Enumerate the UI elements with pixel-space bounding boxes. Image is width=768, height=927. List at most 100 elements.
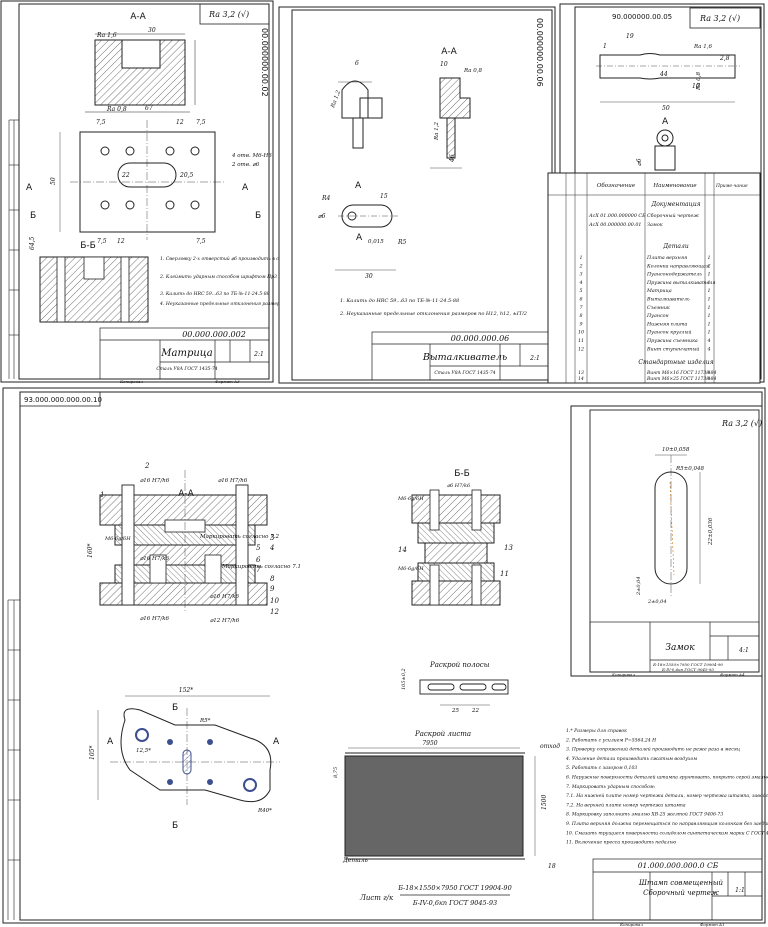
spec-dim-44: 44	[659, 71, 668, 78]
sheet-dim-1500: 1500	[541, 795, 548, 810]
balloon-13: 13	[504, 544, 513, 552]
spec-col-note: Приме-чание	[715, 183, 748, 189]
spec-part-pos: 7	[579, 305, 583, 311]
spec-dim-ra16: Ra 1,6	[693, 44, 713, 50]
matrix-mark-a-right: А	[242, 183, 249, 193]
assembly-title-code: 01.000.000.000.0 СБ	[638, 861, 719, 870]
dim-64-5: 64,5	[29, 236, 36, 250]
left-stamp-strip	[8, 119, 19, 379]
balloon-2: 2	[144, 462, 150, 470]
balloon-4: 4	[269, 544, 274, 552]
balloon-11: 11	[500, 570, 509, 578]
spec-code-rotated: 90.000000.00.05	[612, 13, 672, 21]
sheet-spec: 90.000000.00.05 Ra 3,2 (√) 19 1 Ra 1,6 R…	[547, 3, 765, 384]
spec-doc-name: Замок	[647, 222, 663, 228]
assembly-note: 7. Маркировать ударным способом:	[566, 783, 656, 790]
matrix-material: Сталь У8А ГОСТ 1435-74	[156, 366, 217, 372]
assembly-note: 8. Маркировку заполнить эмалью ХВ-25 жел…	[566, 812, 723, 818]
spec-part-qty: 2	[706, 263, 710, 269]
assembly-section-bb-label: Б-Б	[454, 469, 470, 479]
sheet-dim-18: 18	[548, 863, 556, 870]
lock-material: Б-18×1550×7950 ГОСТ 19904-90	[652, 662, 723, 667]
assembly-scale: 1:1	[735, 887, 745, 894]
spec-part-qty: 1	[707, 313, 710, 319]
balloon-5: 5	[256, 544, 261, 552]
sheet-spec-top: Б-18×1550×7950 ГОСТ 19904-90	[397, 884, 511, 892]
lock-dim-2-a: 2±0,04	[636, 576, 642, 596]
dim-ra16: Ra 1,6	[96, 32, 117, 39]
lock-roughness: Ra 3,2 (√)	[721, 419, 762, 428]
spec-col-designation: Обозначение	[597, 182, 636, 189]
ejector-note-2: 2. Неуказанные предельные отклонения раз…	[339, 311, 527, 317]
ejector-dim-d6: ⌀6	[318, 213, 326, 220]
strip-dim-25: 25	[451, 708, 459, 714]
spec-mark-a: А	[662, 117, 669, 127]
plan-mark-b-top: Б	[172, 703, 178, 713]
ejector-code-rotated: 00.000000.00.06	[535, 18, 544, 87]
assembly-format: Формат А1	[700, 922, 725, 927]
spec-part-pos: 12	[578, 346, 584, 352]
spec-part-name: Пуансон	[646, 313, 669, 319]
sheet-spec-label: Лист г/к	[359, 894, 394, 902]
dim-ra08: Ra 0,8	[106, 106, 127, 113]
dim-7-5-c: 7,5	[97, 238, 107, 245]
ejector-title-code: 00.000.000.06	[451, 334, 510, 343]
assembly-note: 9. Плита верхняя должна перемещаться по …	[566, 820, 768, 827]
balloon-3: 3	[270, 534, 275, 542]
spec-part-name: Съемник	[647, 305, 670, 311]
strip-title: Раскрой полосы	[429, 661, 490, 669]
spec-section-std: Стандартные изделия	[638, 359, 713, 366]
matrix-notes: 1. Сверловку 2-х отверстий ⌀6 производит…	[159, 255, 362, 307]
assembly-left-strip	[7, 599, 20, 920]
matrix-title-name: Матрица	[160, 348, 213, 359]
fit-7: ⌀6 H7/k6	[447, 483, 471, 489]
lock-part-drawing	[654, 454, 701, 598]
matrix-note-4: 4. Неуказанные предельные отклонения раз…	[159, 301, 332, 307]
ejector-section-aa-label: А-А	[441, 47, 457, 57]
assembly-title-sub: Сборочный чертеж	[643, 889, 719, 897]
fit-2: ⌀16 H7/h6	[218, 478, 248, 484]
spec-dim-28: 2,8	[719, 55, 730, 62]
ejector-dim-6: 6	[355, 60, 359, 67]
spec-part-pos: 3	[579, 272, 582, 278]
assembly-note: 2. Работать с усилием Р=5564,24 Н	[565, 736, 657, 743]
sheet-layout-title: Раскрой листа	[414, 730, 471, 738]
sheet-lock: Ra 3,2 (√) 10±0,058 R5±0,048 22±0,036 2±…	[570, 405, 763, 677]
spec-doc-name: Сборочный чертеж	[647, 212, 699, 219]
spec-part-name: Плита верхняя	[646, 255, 687, 261]
dim-7-5-d: 7,5	[196, 238, 206, 245]
lock-title-block	[589, 621, 760, 673]
dim-160: 160*	[87, 544, 94, 558]
ejector-dim-46: 46	[449, 154, 456, 163]
dim-12-5: 12,5*	[136, 748, 151, 754]
matrix-section-aa-label: А-А	[130, 12, 146, 22]
spec-part-name: Выталкиватель	[646, 297, 690, 303]
balloon-6: 6	[256, 556, 261, 564]
spec-part-qty: 1	[707, 255, 710, 261]
spec-part-pos: 2	[578, 263, 582, 269]
spec-section-parts: Детали	[662, 243, 689, 250]
lock-material-2: Б-IV-0,6кп ГОСТ 9045-93	[661, 667, 714, 672]
matrix-section-aa	[85, 33, 196, 113]
dim-12-a: 12	[176, 119, 184, 126]
ejector-dim-r4: R4	[321, 195, 331, 202]
dim-30: 30	[148, 27, 156, 34]
spec-std-name: Винт М6×16 ГОСТ 11738-84	[646, 370, 717, 376]
lock-dim-10: 10±0,058	[662, 447, 690, 453]
plan-mark-b-bottom: Б	[172, 821, 178, 831]
spec-part-pos: 9	[579, 321, 582, 327]
spec-std-qty: 4	[707, 376, 711, 382]
balloon-12: 12	[270, 608, 279, 616]
spec-dim-50: 50	[662, 105, 670, 112]
lock-copied: Копировал	[611, 672, 635, 677]
matrix-roughness: Ra 3,2 (√)	[208, 10, 249, 19]
fit-thread-b: М6-6g/6H	[397, 496, 424, 502]
spec-std-pos: 13	[578, 370, 584, 376]
spec-part-pos: 10	[578, 330, 584, 336]
spec-dim-ra08: Ra 0,8	[696, 71, 702, 91]
plan-mark-a-left: А	[107, 737, 114, 747]
ejector-dim-r5: R5	[397, 239, 407, 246]
matrix-title-code: 00.000.000.002	[182, 330, 246, 339]
